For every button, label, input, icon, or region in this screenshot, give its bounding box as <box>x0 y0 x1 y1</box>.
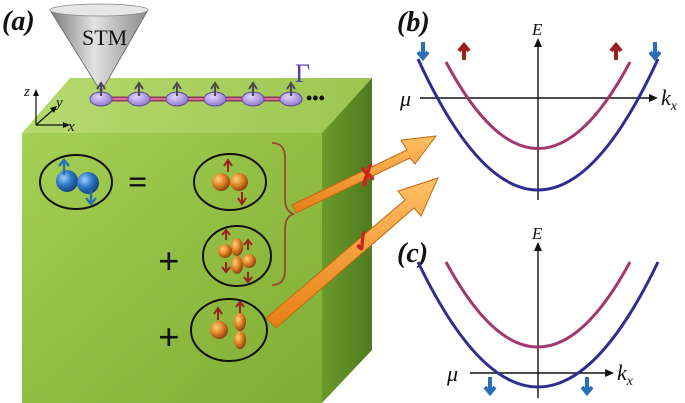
magnetic-chain <box>89 81 303 107</box>
band-plot-c: (c) E μ kx <box>397 224 660 398</box>
chem-potential-label-c: μ <box>446 361 458 386</box>
spin-up-arrow-icon <box>457 41 471 60</box>
chain-atom-site <box>203 81 227 107</box>
band-plot-b: (b) E μ kx <box>397 7 678 200</box>
spin-up-arrow-icon <box>609 41 623 60</box>
pairing-component-triplet-opposite <box>202 225 272 287</box>
up-arrow-icon <box>221 228 231 240</box>
cooper-electron-right-icon <box>77 172 99 194</box>
up-arrow-icon <box>243 238 253 250</box>
momentum-label-b: kx <box>661 85 678 114</box>
arrow-to-panel-b: ✗ <box>291 135 438 214</box>
down-arrow-icon <box>243 272 253 284</box>
spin-down-band-c <box>416 261 660 389</box>
axis-y-label: y <box>54 95 63 111</box>
spin-down-arrow-icon <box>483 377 497 397</box>
cooper-electron-left-icon <box>56 170 78 192</box>
cooper-pair-spin-singlet <box>39 154 113 210</box>
stm-label: STM <box>82 25 127 50</box>
chain-ellipsis: ••• <box>306 88 325 108</box>
plus-sign-1: + <box>158 241 180 283</box>
substrate-cube <box>22 78 372 403</box>
momentum-label-c: kx <box>617 360 634 389</box>
spin-down-band-b <box>416 58 660 192</box>
cube-top-face <box>22 78 372 133</box>
axis-z-label: z <box>23 84 30 100</box>
chain-atom-site <box>127 81 151 107</box>
magnetic-moment-arrow-icon <box>248 81 258 96</box>
stm-tip: STM <box>49 3 149 93</box>
axis-x-label: x <box>67 119 75 135</box>
magnetic-moment-arrow-icon <box>134 81 144 96</box>
chain-atom-site <box>241 81 265 107</box>
down-arrow-icon <box>237 192 247 206</box>
chem-potential-label-b: μ <box>399 86 411 111</box>
chain-gamma-label: Γ <box>295 59 310 88</box>
arrow-to-panel-c: ✓ <box>265 177 439 329</box>
magnetic-moment-arrow-icon <box>172 81 182 96</box>
panel-label-c: (c) <box>397 238 428 269</box>
down-arrow-icon <box>221 262 231 274</box>
chain-atom-site <box>165 81 189 107</box>
spin-down-arrow-icon <box>85 190 97 206</box>
equals-sign: = <box>128 164 147 201</box>
axes-3d-indicator: z y x <box>23 84 75 135</box>
up-arrow-icon <box>223 158 233 172</box>
pairing-component-singlet <box>193 153 267 211</box>
cube-side-face <box>322 78 372 403</box>
spin-up-arrow-icon <box>58 158 70 175</box>
magnetic-moment-arrow-icon <box>210 81 220 96</box>
chain-atom-site <box>279 81 303 107</box>
magnetic-moment-arrow-icon <box>96 81 106 96</box>
grouping-brace <box>271 142 295 286</box>
spin-up-band-b <box>444 61 632 150</box>
spin-up-band-c <box>444 261 632 349</box>
magnetic-moment-arrow-icon <box>286 81 296 96</box>
spin-down-arrow-icon <box>416 42 430 62</box>
energy-axis-label-b: E <box>531 20 543 39</box>
plus-sign-2: + <box>158 317 180 359</box>
panel-label-b: (b) <box>397 7 430 38</box>
spin-down-arrow-icon <box>580 377 594 397</box>
panel-label-a: (a) <box>2 6 35 37</box>
spin-down-arrow-icon <box>648 42 662 62</box>
pairing-component-triplet-equal <box>190 298 268 362</box>
chain-atom-site <box>89 81 113 107</box>
up-arrow-icon <box>213 306 223 320</box>
up-arrow-icon <box>235 300 245 313</box>
energy-axis-label-c: E <box>531 224 543 243</box>
